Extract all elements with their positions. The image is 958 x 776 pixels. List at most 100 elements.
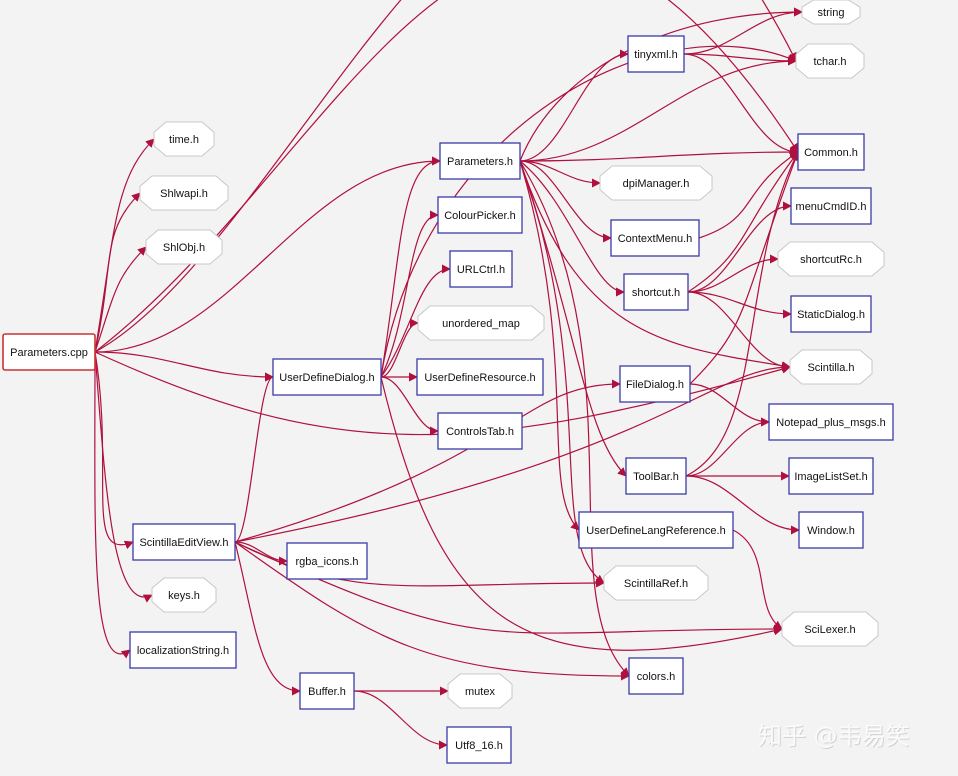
edge-userdefinelangref-to-scilexer bbox=[732, 529, 783, 630]
node-label: colors.h bbox=[637, 671, 676, 683]
node-shape bbox=[627, 35, 685, 73]
node-label: ColourPicker.h bbox=[444, 210, 516, 222]
node-label: string bbox=[818, 7, 845, 19]
node-tinyxml: tinyxml.h bbox=[627, 35, 685, 73]
node-shape bbox=[790, 295, 872, 333]
node-shape bbox=[789, 349, 873, 385]
node-unordered-map: unordered_map bbox=[417, 305, 545, 341]
node-label: Window.h bbox=[807, 525, 855, 537]
edge-params_cpp-to-shlwapi bbox=[94, 192, 141, 353]
edge-scintillaeditview-to-filedialog bbox=[234, 379, 621, 543]
node-shape bbox=[437, 196, 523, 234]
edge-shortcut-to-menucmdid bbox=[687, 201, 792, 293]
node-label: shortcut.h bbox=[632, 287, 680, 299]
edge-params_h-to-contextmenu bbox=[519, 160, 612, 243]
watermark: 知乎 @韦易笑 知乎 @韦易笑 bbox=[758, 722, 911, 751]
edge-userdefinedialog-to-params_h bbox=[380, 156, 441, 378]
node-shape bbox=[145, 229, 223, 265]
node-shape bbox=[610, 219, 700, 257]
node-label: shortcutRc.h bbox=[800, 254, 862, 266]
edge-shortcut-to-scintilla bbox=[687, 291, 791, 372]
node-colourpicker: ColourPicker.h bbox=[437, 196, 523, 234]
node-notepad-msgs: Notepad_plus_msgs.h bbox=[768, 403, 894, 441]
node-window: Window.h bbox=[798, 511, 864, 549]
edge-filedialog-to-common bbox=[689, 151, 800, 385]
node-shape bbox=[777, 241, 885, 277]
node-shape bbox=[272, 358, 382, 396]
node-shape bbox=[437, 412, 523, 450]
edge-params_cpp-to-params_h bbox=[94, 156, 441, 353]
edge-params_h-to-scintilla bbox=[519, 160, 791, 371]
node-common: Common.h bbox=[797, 133, 865, 171]
node-label: Shlwapi.h bbox=[160, 188, 208, 200]
node-label: ImageListSet.h bbox=[794, 471, 867, 483]
edge-tinyxml-to-common bbox=[683, 53, 799, 157]
node-imagelistset: ImageListSet.h bbox=[788, 457, 874, 495]
node-label: mutex bbox=[465, 686, 495, 698]
edge-userdefinedialog-to-controlstab bbox=[380, 376, 439, 436]
node-label: time.h bbox=[169, 134, 199, 146]
node-shape bbox=[625, 457, 687, 495]
node-label: Notepad_plus_msgs.h bbox=[776, 417, 885, 429]
edge-shortcut-to-common bbox=[687, 151, 799, 293]
node-staticdialog: StaticDialog.h bbox=[790, 295, 872, 333]
node-scintillaeditview: ScintillaEditView.h bbox=[132, 523, 236, 561]
node-shape bbox=[798, 511, 864, 549]
node-label: Utf8_16.h bbox=[455, 740, 503, 752]
edge-params_cpp-to-time bbox=[94, 138, 155, 353]
edge-userdefinedialog-to-scilexer bbox=[380, 376, 783, 651]
node-shape bbox=[797, 133, 865, 171]
edge-buffer-to-utf8_16 bbox=[353, 690, 448, 750]
edge-scintillaeditview-to-scintilla bbox=[234, 362, 791, 543]
node-label: tchar.h bbox=[813, 56, 846, 68]
edge-scintillaeditview-to-rgba_icons bbox=[234, 541, 288, 566]
node-shape bbox=[449, 250, 513, 288]
node-buffer: Buffer.h bbox=[299, 672, 355, 710]
edge-params_cpp-to-scintillaeditview bbox=[94, 351, 134, 550]
edge-userdefinedialog-to-urlctrl bbox=[380, 264, 451, 378]
node-label: ToolBar.h bbox=[633, 471, 679, 483]
node-label: menuCmdID.h bbox=[796, 201, 867, 213]
node-urlctrl: URLCtrl.h bbox=[449, 250, 513, 288]
edge-toolbar-to-common bbox=[685, 151, 799, 477]
edge-contextmenu-to-common bbox=[698, 151, 799, 239]
edge-params_h-to-dpimanager bbox=[519, 160, 601, 188]
node-shape bbox=[790, 187, 872, 225]
node-shape bbox=[781, 611, 879, 647]
edge-scintillaeditview-to-userdefinedialog bbox=[234, 372, 274, 543]
node-dpimanager: dpiManager.h bbox=[599, 165, 713, 201]
node-rgba-icons: rgba_icons.h bbox=[286, 542, 368, 580]
edge-toolbar-to-notepad_msgs bbox=[685, 417, 770, 477]
edge-userdefinedialog-to-unordered_map bbox=[380, 318, 419, 378]
node-controlstab: ControlsTab.h bbox=[437, 412, 523, 450]
edge-params_h-to-common bbox=[519, 147, 799, 162]
node-shape bbox=[151, 577, 217, 613]
edge-params_h-to-shortcut bbox=[519, 160, 625, 297]
node-label: Parameters.h bbox=[447, 156, 513, 168]
node-params-cpp: Parameters.cpp bbox=[2, 333, 96, 371]
node-userdefineresource: UserDefineResource.h bbox=[416, 358, 544, 396]
node-shlwapi: Shlwapi.h bbox=[139, 175, 229, 211]
node-label: ScintillaRef.h bbox=[624, 578, 688, 590]
node-shape bbox=[578, 511, 734, 549]
node-time: time.h bbox=[153, 121, 215, 157]
node-label: ContextMenu.h bbox=[618, 233, 693, 245]
node-shape bbox=[153, 121, 215, 157]
node-label: SciLexer.h bbox=[804, 624, 855, 636]
node-label: ShlObj.h bbox=[163, 242, 205, 254]
node-shlobj: ShlObj.h bbox=[145, 229, 223, 265]
node-label: keys.h bbox=[168, 590, 200, 602]
node-shape bbox=[628, 657, 684, 695]
node-shape bbox=[439, 142, 521, 180]
node-label: Common.h bbox=[804, 147, 858, 159]
node-shape bbox=[801, 0, 861, 25]
node-scilexer: SciLexer.h bbox=[781, 611, 879, 647]
node-shape bbox=[416, 358, 544, 396]
node-label: Parameters.cpp bbox=[10, 347, 88, 359]
edge-params_cpp-to-shlobj bbox=[94, 246, 147, 353]
node-shape bbox=[299, 672, 355, 710]
node-label: tinyxml.h bbox=[634, 49, 677, 61]
node-shape bbox=[2, 333, 96, 371]
